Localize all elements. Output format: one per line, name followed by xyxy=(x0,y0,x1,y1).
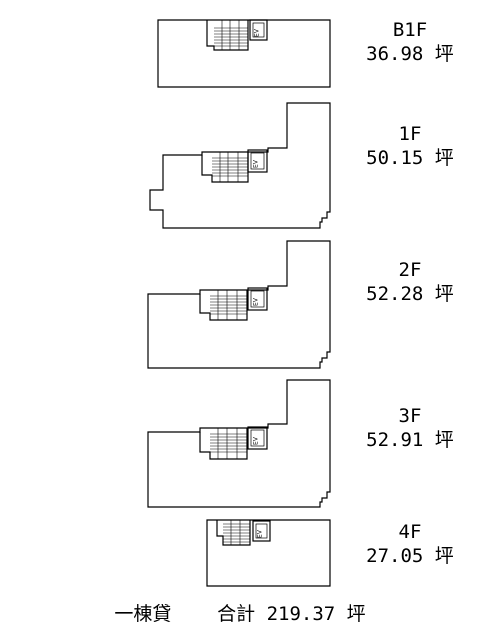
floor-plan-4f xyxy=(206,519,331,587)
floor-name: 4F xyxy=(398,521,422,543)
elevator-label-1f: EV xyxy=(253,159,260,168)
floor-area: 50.15 坪 xyxy=(366,147,454,169)
floor-area: 36.98 坪 xyxy=(366,43,454,65)
elevator-b1f xyxy=(249,19,268,41)
floor-name: 2F xyxy=(398,259,422,281)
stair-2f xyxy=(199,290,248,321)
floor-area: 52.28 坪 xyxy=(366,283,454,305)
elevator-2f xyxy=(247,287,268,311)
total-area-value: 219.37 坪 xyxy=(266,603,366,625)
floor-label-b1f: B1F 36.98 坪 xyxy=(345,18,475,66)
elevator-label-3f: EV xyxy=(253,436,260,445)
stair-4f xyxy=(216,520,251,546)
elevator-label-4f: EV xyxy=(257,529,264,538)
floor-label-3f: 3F 52.91 坪 xyxy=(345,404,475,452)
elevator-3f xyxy=(247,426,268,450)
elevator-label-b1f: EV xyxy=(254,28,261,37)
elevator-label-2f: EV xyxy=(253,297,260,306)
total-area-summary: 一棟貸 合計 219.37 坪 xyxy=(0,602,480,626)
floor-plan-b1f xyxy=(157,19,331,88)
floor-name: B1F xyxy=(392,19,428,41)
floor-plan-3f xyxy=(147,379,331,508)
floor-name: 1F xyxy=(398,123,422,145)
floor-area: 27.05 坪 xyxy=(366,545,454,567)
total-label: 合計 xyxy=(217,603,256,625)
floor-label-2f: 2F 52.28 坪 xyxy=(345,258,475,306)
stair-3f xyxy=(199,428,248,460)
floor-plan-2f xyxy=(147,240,331,369)
floor-label-4f: 4F 27.05 坪 xyxy=(345,520,475,568)
floor-label-1f: 1F 50.15 坪 xyxy=(345,122,475,170)
elevator-1f xyxy=(247,149,268,173)
stair-b1f xyxy=(206,20,249,51)
elevator-4f xyxy=(252,520,271,542)
floor-name: 3F xyxy=(398,405,422,427)
floor-area: 52.91 坪 xyxy=(366,429,454,451)
stair-1f xyxy=(201,152,249,183)
rental-type-label: 一棟貸 xyxy=(114,603,172,625)
floor-plan-1f xyxy=(149,102,331,229)
